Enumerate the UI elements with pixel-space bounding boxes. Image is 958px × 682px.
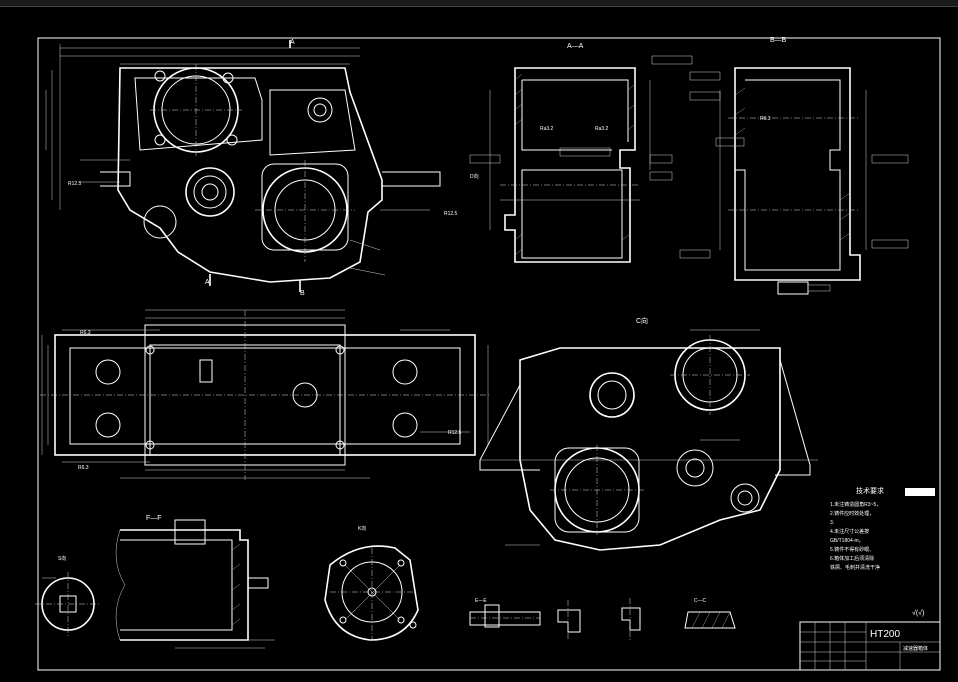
cut-label-a-right: A [290,39,295,46]
section-c-c-label: C—C [694,598,707,604]
note-line-6: 5.铸件不得有砂眼、 [830,546,874,553]
section-f-f-view [115,519,275,649]
dim-ra-label-1: Ra3.2 [540,126,554,132]
dim-rc-label: R6.3 [760,116,771,122]
dim-r-label-5: R12.5 [448,430,462,436]
dim-r-label-3: R6.3 [80,330,91,336]
view-k-label: K向 [358,525,366,532]
section-a-a-view [469,55,721,263]
dim-ra-label-2: Ra3.2 [595,126,609,132]
technical-notes: 技术要求 1.未注铸造圆角R3~5， 2.铸件应时效处理， 3. 4.未注尺寸公… [830,486,935,571]
top-view-middle-left [40,309,490,480]
view-d-label: D向 [470,173,479,180]
title-part-name: 减速器箱体 [903,645,928,652]
section-b-b-view [715,67,909,295]
main-view-top-left [45,40,441,292]
cut-label-a-left: A [205,279,210,286]
view-s [35,572,100,636]
dim-r-label-4: R6.3 [78,465,89,471]
note-line-4: 4.未注尺寸公差按 [830,528,869,535]
section-a-a-label: A—A [567,43,584,50]
section-e-e-label: E—E [475,598,487,604]
section-e-e-view [469,604,541,628]
drawing-border [37,37,941,671]
detail-sections-small [557,598,641,640]
note-line-1: 1.未注铸造圆角R3~5， [830,501,881,508]
note-line-7: 6.箱体加工后须清除 [830,555,874,562]
dim-r-label-1: R12.5 [68,181,82,187]
dim-r-label-2: R12.5 [444,211,458,217]
view-c [479,329,818,551]
section-c-c-view [684,611,736,629]
note-line-5: GB/T1804-m， [830,538,864,544]
roughness-symbol: √(√) [912,609,924,617]
note-line-2: 2.铸件应时效处理， [830,510,874,517]
title-block: HT200 减速器箱体 [799,621,941,671]
cut-label-b: B [300,290,305,297]
section-f-f-label: F—F [146,515,162,522]
note-line-8: 铁屑、毛刺并清洗干净 [830,564,880,571]
title-material: HT200 [870,629,900,640]
view-s-label: S向 [58,555,66,562]
section-b-b-label: B—B [770,37,787,44]
view-k [324,545,419,641]
redacted-box [905,488,935,496]
notes-title: 技术要求 [856,486,884,495]
note-line-3: 3. [830,520,834,526]
toolbar-strip [0,0,958,7]
view-c-label: C向 [636,316,648,325]
